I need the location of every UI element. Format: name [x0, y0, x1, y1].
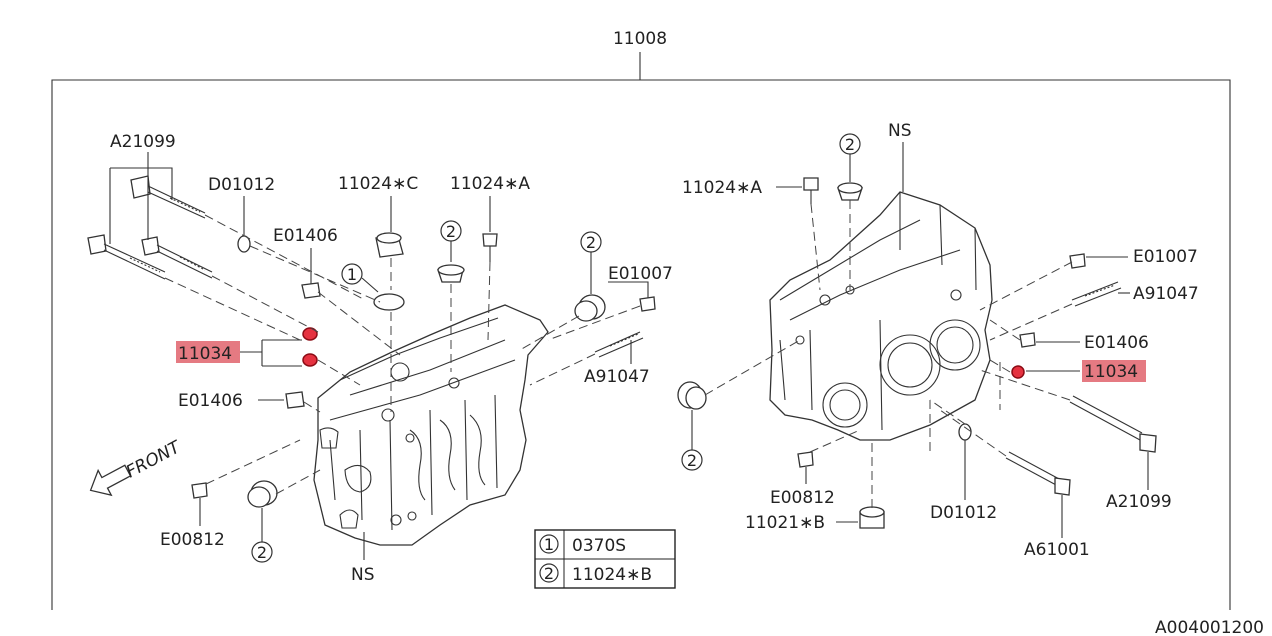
left-label-11024a[interactable]: 11024∗A	[450, 174, 530, 194]
left-plug-11024c	[375, 232, 404, 258]
left-label-e00812[interactable]: E00812	[160, 530, 225, 550]
legend-callout-1	[539, 534, 559, 554]
right-callout-2-left-text: 2	[687, 451, 697, 470]
right-pin-e00812	[797, 451, 814, 468]
left-bolt-11024a	[482, 233, 498, 262]
left-stud-a91047	[594, 331, 644, 358]
left-plug-2-bottom	[247, 480, 278, 508]
right-pin-e01007	[1069, 253, 1086, 269]
left-callout-1[interactable]	[341, 263, 363, 285]
right-callout-2-left[interactable]	[681, 449, 703, 471]
right-label-a21099[interactable]: A21099	[1106, 492, 1172, 512]
left-callout-2-plug-text: 2	[586, 233, 596, 252]
image-code: A004001200	[1155, 618, 1264, 636]
right-plug-11021b	[859, 506, 885, 529]
left-label-11024c[interactable]: 11024∗C	[338, 174, 418, 194]
right-stud-a91047	[1071, 281, 1122, 307]
left-label-a91047[interactable]: A91047	[584, 367, 650, 387]
right-label-a61001[interactable]: A61001	[1024, 540, 1090, 560]
right-label-d01012[interactable]: D01012	[930, 503, 997, 523]
left-plug-2-top	[437, 264, 465, 283]
right-gasket-11034[interactable]	[1011, 365, 1025, 379]
left-gasket-11034-b[interactable]	[302, 353, 318, 367]
left-pin-e01406-side	[285, 391, 305, 409]
right-plug-2-left	[677, 381, 707, 410]
assembly-frame	[51, 79, 1231, 610]
legend-num-2: 2	[544, 564, 554, 583]
legend-part-2[interactable]: 11024∗B	[572, 565, 652, 585]
right-dashed-guides	[704, 200, 1073, 508]
left-engine-block	[313, 304, 549, 546]
right-label-11034[interactable]: 11034	[1084, 362, 1138, 382]
right-label-e01007[interactable]: E01007	[1133, 247, 1198, 267]
left-callout-2-bottom-text: 2	[257, 543, 267, 562]
left-bracket-a21099: A21099	[109, 132, 176, 244]
left-label-d01012[interactable]: D01012	[208, 175, 275, 195]
right-label-11021b[interactable]: 11021∗B	[745, 513, 825, 533]
legend-table: 1 0370S 2 11024∗B	[534, 529, 676, 589]
left-o-ring	[373, 293, 405, 311]
right-highlight-box	[1082, 360, 1146, 382]
left-bolts	[87, 175, 213, 280]
right-engine-block	[769, 191, 993, 441]
right-plug-2-top	[837, 182, 863, 201]
left-pin-e01406-top	[301, 282, 321, 299]
left-label-e01406-top[interactable]: E01406	[273, 226, 338, 246]
right-callout-2-top-text: 2	[845, 135, 855, 154]
legend-num-1: 1	[544, 535, 554, 554]
left-label-ns[interactable]: NS	[351, 565, 375, 585]
left-dashed-guides	[164, 214, 641, 495]
right-pin-e01406	[1019, 332, 1036, 348]
right-bolt-11024a	[803, 177, 819, 204]
left-highlight-box	[176, 341, 240, 363]
right-label-e00812[interactable]: E00812	[770, 488, 835, 508]
right-label-a91047[interactable]: A91047	[1133, 284, 1199, 304]
left-plug-2-side	[574, 294, 606, 322]
left-callout-2-top-text: 2	[446, 222, 456, 241]
left-pin-e01007	[639, 296, 656, 312]
left-label-e01007[interactable]: E01007	[608, 264, 673, 284]
left-label-e01406-side[interactable]: E01406	[178, 391, 243, 411]
left-label-11034[interactable]: 11034	[178, 344, 232, 364]
assembly-number[interactable]: 11008	[613, 29, 667, 49]
right-block-body	[769, 191, 993, 441]
left-label-a21099[interactable]: A21099	[110, 132, 176, 152]
right-washer-d01012	[958, 423, 972, 441]
left-gasket-11034-a[interactable]	[302, 327, 318, 341]
right-label-11024a[interactable]: 11024∗A	[682, 178, 762, 198]
left-callout-2-bottom[interactable]	[251, 541, 273, 563]
left-pin-e00812	[191, 482, 208, 499]
right-bolt-a21099	[1069, 395, 1157, 453]
left-callout-1-text: 1	[347, 265, 357, 284]
right-label-e01406[interactable]: E01406	[1084, 333, 1149, 353]
legend-part-1[interactable]: 0370S	[572, 536, 626, 556]
right-label-ns[interactable]: NS	[888, 121, 912, 141]
right-bolt-a61001	[1005, 451, 1071, 496]
front-arrow-icon	[89, 464, 132, 497]
legend-callout-2	[539, 563, 559, 583]
front-label: FRONT	[123, 437, 185, 483]
